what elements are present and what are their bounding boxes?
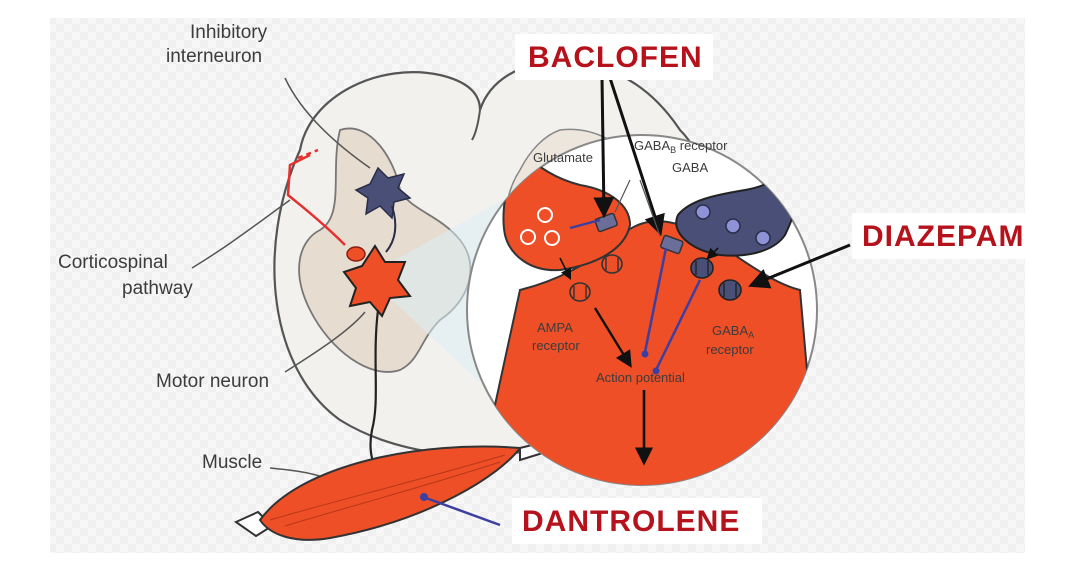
glutamate-vesicle [545,231,559,245]
ampa-receptor [570,283,590,301]
label-gabab-main: GABA [634,138,670,153]
gaba-vesicle [756,231,770,245]
gabaa-receptor [691,258,713,278]
drug-baclofen: BACLOFEN [528,41,703,74]
label-action-potential: Action potential [596,370,685,385]
label-ampa: AMPA [537,320,573,335]
label-interneuron: interneuron [166,46,262,67]
label-ampa-receptor: receptor [532,338,580,353]
label-muscle: Muscle [202,452,262,473]
label-pathway: pathway [122,278,193,299]
label-gabaa: GABAA [712,323,754,340]
corticospinal-terminal [347,247,365,261]
drug-dantrolene: DANTROLENE [522,505,740,538]
ampa-receptor [602,255,622,273]
gaba-vesicle [726,219,740,233]
label-gabab-rest: receptor [676,138,728,153]
dantrolene-pointer-tip [420,493,428,501]
label-gabab-receptor: GABAB receptor [634,138,728,155]
label-glutamate: Glutamate [533,150,593,165]
pointer-tip [642,351,649,358]
baclofen-arrow-1 [602,78,604,214]
label-corticospinal: Corticospinal [58,252,168,273]
gabaa-receptor [719,280,741,300]
label-gaba: GABA [672,160,708,175]
label-gabaa-receptor: receptor [706,342,754,357]
label-inhibitory: Inhibitory [190,22,268,43]
glutamate-vesicle [538,208,552,222]
label-motor-neuron: Motor neuron [156,371,269,392]
gaba-vesicle [696,205,710,219]
label-gabaa-sub: A [748,330,754,340]
drug-diazepam: DIAZEPAM [862,220,1024,253]
glutamate-vesicle [521,230,535,244]
label-gabaa-main: GABA [712,323,748,338]
